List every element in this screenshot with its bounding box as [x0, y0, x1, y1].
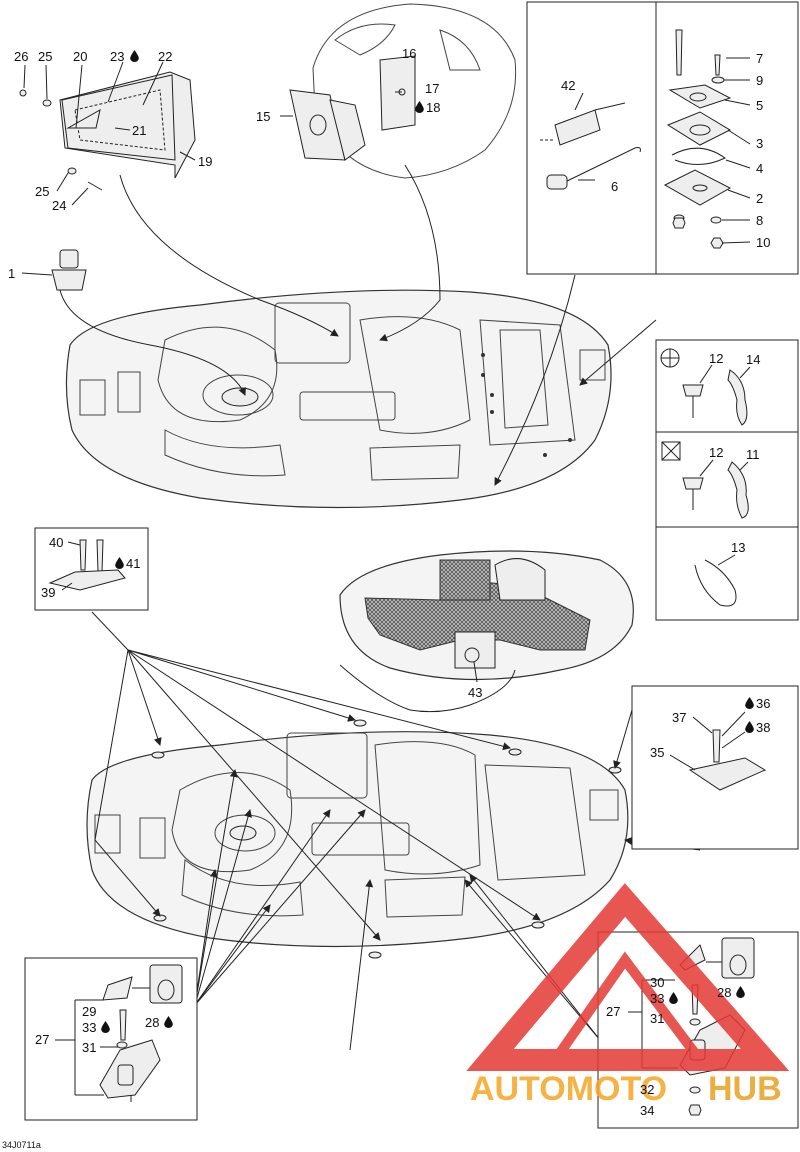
- callout-5: 5: [756, 98, 763, 113]
- upper-hull: [65, 289, 612, 509]
- callout-25-bottom: 25: [35, 184, 49, 199]
- callout-39: 39: [41, 585, 55, 600]
- callout-13: 13: [731, 540, 745, 555]
- callout-37: 37: [672, 710, 686, 725]
- callout-4: 4: [756, 161, 763, 176]
- callout-29: 29: [82, 1004, 96, 1019]
- hinge-stack: [663, 29, 732, 249]
- callout-10: 10: [756, 235, 770, 250]
- callout-23: 23: [110, 49, 124, 64]
- callout-30: 30: [650, 975, 664, 990]
- figure-code: 34J0711a: [2, 1140, 41, 1150]
- fastener-panel: [655, 339, 799, 621]
- cleat-detail: [34, 527, 149, 611]
- anchor-plate-detail: [631, 685, 799, 850]
- callout-20: 20: [73, 49, 87, 64]
- callout-34: 34: [640, 1103, 654, 1118]
- callout-9: 9: [756, 73, 763, 88]
- cable-6: [546, 147, 641, 190]
- callout-31-right: 31: [650, 1011, 664, 1026]
- callout-28-right: 28: [717, 985, 731, 1000]
- callout-25-top: 25: [38, 49, 52, 64]
- small-boat-carpet: [339, 550, 634, 683]
- callout-38: 38: [756, 720, 770, 735]
- callout-11: 11: [746, 447, 760, 462]
- callout-labels: 26 25 20 23 22 21 19 25 24 1 15 16 17 18…: [2, 46, 770, 1150]
- callout-28-left: 28: [145, 1015, 159, 1030]
- callout-1: 1: [8, 266, 15, 281]
- callout-3: 3: [756, 136, 763, 151]
- callout-41: 41: [126, 556, 140, 571]
- callout-16: 16: [402, 46, 416, 61]
- callout-27-right: 27: [606, 1004, 620, 1019]
- storage-lid-detail: [19, 61, 196, 206]
- hardware-panel: [526, 1, 799, 275]
- callout-40: 40: [49, 535, 63, 550]
- drain-plug-1: [21, 249, 87, 291]
- zoom-detail: [280, 3, 517, 179]
- callout-27-left: 27: [35, 1032, 49, 1047]
- latch-detail-left: [24, 957, 198, 1121]
- callout-42: 42: [561, 78, 575, 93]
- watermark-left-text: AUTOMOTO: [470, 1070, 667, 1108]
- callout-33-left: 33: [82, 1020, 96, 1035]
- callout-21: 21: [132, 123, 146, 138]
- callout-2: 2: [756, 191, 763, 206]
- callout-24: 24: [52, 198, 66, 213]
- callout-14: 14: [746, 352, 760, 367]
- callout-6: 6: [611, 179, 618, 194]
- callout-26: 26: [14, 49, 28, 64]
- callout-19: 19: [198, 154, 212, 169]
- watermark-right-text: HUB: [708, 1070, 782, 1108]
- callout-8: 8: [756, 213, 763, 228]
- callout-43: 43: [468, 685, 482, 700]
- bracket-42: [540, 102, 626, 146]
- callout-35: 35: [650, 745, 664, 760]
- callout-15: 15: [256, 109, 270, 124]
- callout-17: 17: [425, 81, 439, 96]
- callout-7: 7: [756, 51, 763, 66]
- callout-12-bottom: 12: [709, 445, 723, 460]
- callout-31-left: 31: [82, 1040, 96, 1055]
- callout-22: 22: [158, 49, 172, 64]
- oil-drop-icon: [130, 50, 139, 62]
- callout-18: 18: [426, 100, 440, 115]
- oil-drop-icon: [415, 101, 424, 113]
- callout-36: 36: [756, 696, 770, 711]
- lower-hull: [86, 719, 629, 959]
- callout-33-right: 33: [650, 991, 664, 1006]
- callout-12-top: 12: [709, 351, 723, 366]
- watermark: AUTOMOTO HUB: [466, 883, 790, 1108]
- callout-32: 32: [640, 1082, 654, 1097]
